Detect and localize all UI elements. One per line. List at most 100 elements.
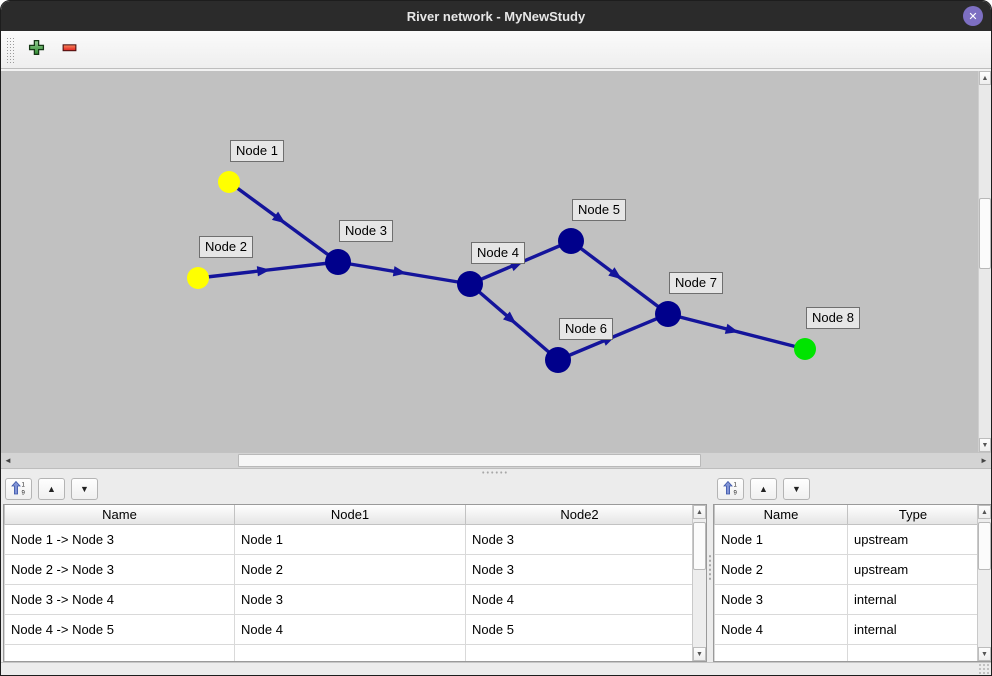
table-cell[interactable]: upstream — [847, 523, 979, 555]
graph-node[interactable] — [794, 338, 816, 360]
river-network-graph — [187, 171, 816, 373]
scroll-down-icon[interactable]: ▼ — [979, 438, 991, 452]
column-header[interactable]: Name — [714, 505, 848, 525]
move-up-button[interactable]: ▲ — [38, 478, 65, 500]
move-down-button[interactable]: ▼ — [783, 478, 810, 500]
sort-button[interactable]: 1 9 — [5, 478, 32, 500]
graph-vertical-scrollbar[interactable]: ▲ ▼ — [978, 71, 991, 452]
move-up-button[interactable]: ▲ — [750, 478, 777, 500]
up-arrow-icon: ▲ — [759, 484, 768, 494]
add-node-button[interactable] — [24, 38, 48, 62]
svg-text:9: 9 — [733, 491, 737, 497]
svg-text:1: 1 — [21, 483, 25, 489]
edges-table-scrollbar[interactable]: ▲ ▼ — [692, 505, 706, 661]
edge-arrow-icon — [608, 267, 622, 280]
move-down-button[interactable]: ▼ — [71, 478, 98, 500]
edge-arrow-icon — [503, 311, 517, 324]
table-cell[interactable]: Node 3 -> Node 4 — [4, 583, 235, 615]
graph-node[interactable] — [545, 347, 571, 373]
node-label[interactable]: Node 2 — [199, 236, 253, 258]
graph-canvas[interactable]: Node 1 Node 2 Node 3 Node 4 Node 5 Node 6 Node… — [1, 71, 978, 452]
scroll-up-icon[interactable]: ▲ — [979, 71, 991, 85]
graph-node[interactable] — [187, 267, 209, 289]
table-cell[interactable]: Node 2 — [234, 553, 466, 585]
node-label[interactable]: Node 1 — [230, 140, 284, 162]
table-cell[interactable]: Node 3 — [465, 553, 694, 585]
horizontal-splitter[interactable] — [1, 469, 991, 476]
table-cell[interactable]: Node 3 — [465, 523, 694, 555]
title-bar[interactable]: River network - MyNewStudy ✕ — [1, 1, 991, 31]
edges-toolbar: 1 9 ▲ ▼ — [5, 478, 98, 500]
table-scroll-thumb[interactable] — [693, 522, 706, 570]
table-cell[interactable]: Node 1 -> Node 3 — [4, 523, 235, 555]
sort-button[interactable]: 1 9 — [717, 478, 744, 500]
scroll-right-icon[interactable]: ► — [980, 456, 988, 465]
node-label[interactable]: Node 7 — [669, 272, 723, 294]
table-cell[interactable]: upstream — [847, 553, 979, 585]
down-arrow-icon: ▼ — [792, 484, 801, 494]
status-bar — [1, 662, 991, 675]
graph-horizontal-scrollbar[interactable]: ◄ ► — [1, 452, 991, 469]
graph-panel: Node 1 Node 2 Node 3 Node 4 Node 5 Node 6 Node… — [1, 69, 991, 452]
graph-node[interactable] — [218, 171, 240, 193]
table-cell[interactable]: Node 5 — [465, 613, 694, 645]
table-cell[interactable]: Node 1 — [234, 523, 466, 555]
table-cell[interactable]: Node 4 — [465, 583, 694, 615]
graph-node[interactable] — [457, 271, 483, 297]
vertical-scroll-thumb[interactable] — [979, 198, 991, 269]
scroll-up-icon[interactable]: ▲ — [693, 505, 706, 519]
table-cell[interactable]: Node 4 -> Node 5 — [4, 613, 235, 645]
scroll-down-icon[interactable]: ▼ — [693, 647, 706, 661]
scroll-left-icon[interactable]: ◄ — [4, 456, 12, 465]
resize-grip-icon[interactable] — [978, 663, 989, 674]
graph-node[interactable] — [325, 249, 351, 275]
table-cell[interactable]: Node 1 — [714, 523, 848, 555]
table-cell[interactable]: Node 2 -> Node 3 — [4, 553, 235, 585]
edge-arrow-icon — [392, 266, 407, 277]
table-row-empty — [4, 643, 694, 661]
table-cell[interactable]: internal — [847, 613, 979, 645]
close-icon[interactable]: ✕ — [963, 6, 983, 26]
node-label[interactable]: Node 4 — [471, 242, 525, 264]
column-header[interactable]: Node1 — [234, 505, 466, 525]
table-cell[interactable]: internal — [847, 583, 979, 615]
remove-node-button[interactable] — [57, 38, 81, 62]
nodes-toolbar: 1 9 ▲ ▼ — [717, 478, 810, 500]
table-cell[interactable]: Node 4 — [714, 613, 848, 645]
table-cell[interactable]: Node 3 — [714, 583, 848, 615]
toolbar-drag-handle[interactable] — [6, 36, 15, 63]
nodes-table-scrollbar[interactable]: ▲ ▼ — [977, 505, 991, 661]
table-cell[interactable]: Node 3 — [234, 583, 466, 615]
node-label[interactable]: Node 3 — [339, 220, 393, 242]
column-header[interactable]: Type — [847, 505, 979, 525]
column-header[interactable]: Name — [4, 505, 235, 525]
node-label[interactable]: Node 5 — [572, 199, 626, 221]
table-cell[interactable]: Node 2 — [714, 553, 848, 585]
table-cell-empty — [847, 643, 979, 661]
horizontal-scroll-thumb[interactable] — [238, 454, 701, 467]
scroll-down-icon[interactable]: ▼ — [978, 647, 991, 661]
node-label[interactable]: Node 6 — [559, 318, 613, 340]
column-header[interactable]: Node2 — [465, 505, 694, 525]
node-label[interactable]: Node 8 — [806, 307, 860, 329]
table-row-empty — [714, 643, 979, 661]
scroll-up-icon[interactable]: ▲ — [978, 505, 991, 519]
graph-node[interactable] — [558, 228, 584, 254]
graph-node[interactable] — [655, 301, 681, 327]
table-scroll-thumb[interactable] — [978, 522, 991, 570]
plus-icon — [28, 39, 45, 61]
table-cell[interactable]: Node 4 — [234, 613, 466, 645]
vertical-splitter[interactable] — [708, 554, 712, 580]
